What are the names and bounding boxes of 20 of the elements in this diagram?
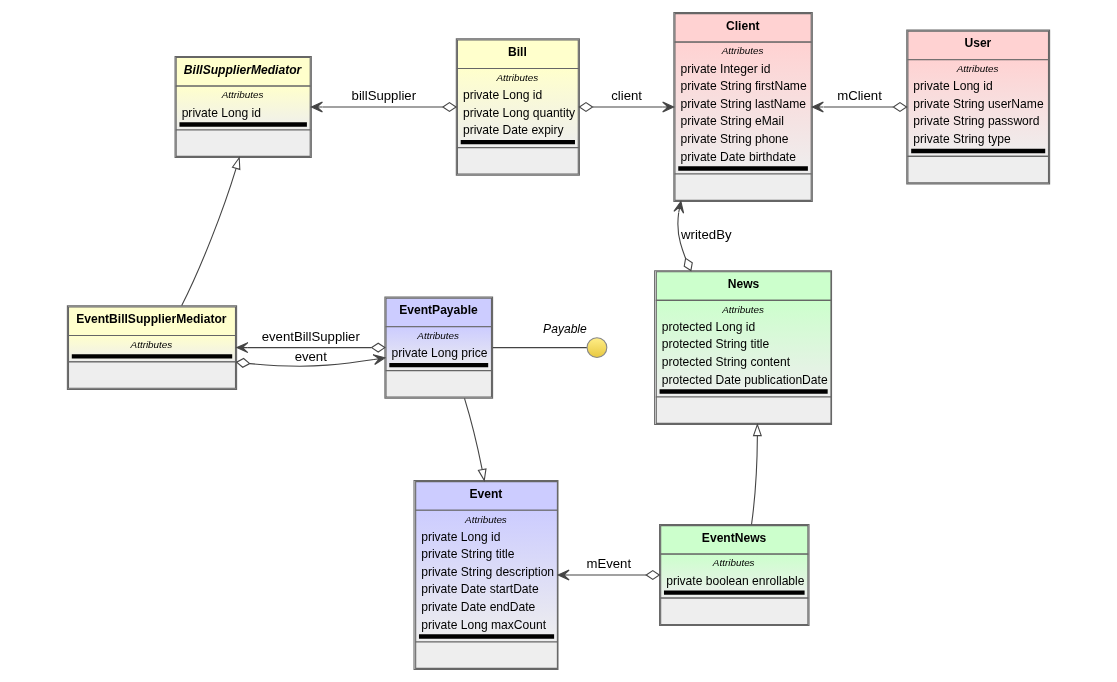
- arrow: [578, 101, 675, 113]
- arrow: [236, 342, 386, 354]
- edge-label: event: [294, 349, 327, 365]
- arrow: [811, 101, 908, 113]
- edge-label: writedBy: [681, 227, 732, 243]
- arrow: [751, 422, 762, 526]
- edge-label: mClient: [837, 87, 882, 103]
- arrow: [310, 101, 458, 113]
- arrow: [673, 200, 693, 272]
- edge-label: billSupplier: [351, 87, 417, 103]
- edge-label: client: [611, 87, 642, 103]
- arrow: [181, 156, 241, 307]
- edge-label: eventBillSupplier: [261, 328, 360, 344]
- connector: [492, 347, 588, 349]
- arrow: [463, 397, 487, 482]
- node-label: Payable: [543, 322, 587, 337]
- edge-label: mEvent: [586, 555, 632, 571]
- node-circle: [586, 337, 608, 359]
- arrow: [557, 569, 661, 581]
- arrow: [235, 354, 386, 368]
